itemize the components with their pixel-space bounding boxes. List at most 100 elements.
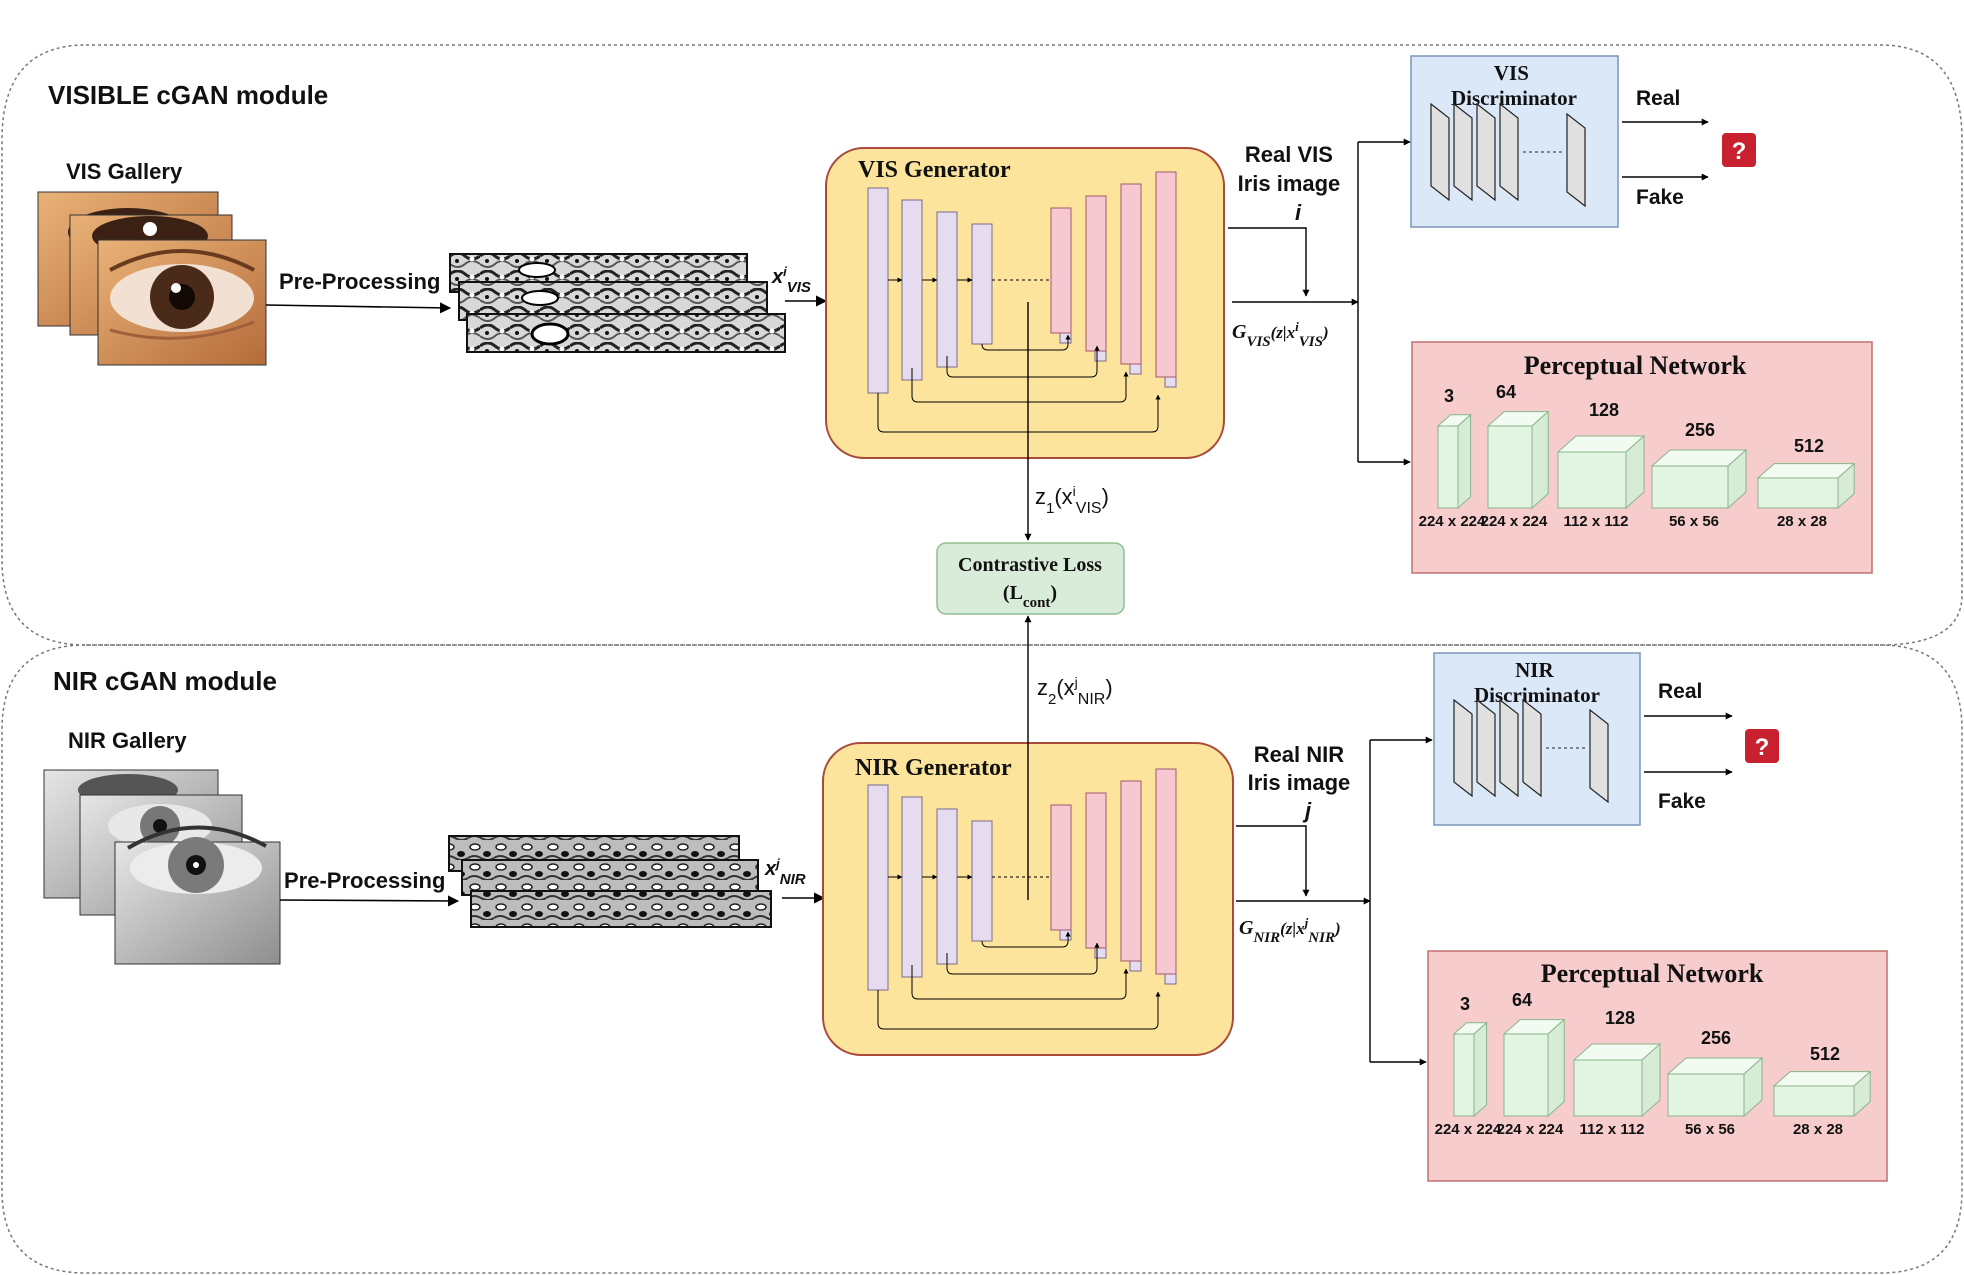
size-label: 224 x 224 bbox=[1481, 513, 1548, 530]
nir-unet-blocks bbox=[867, 768, 1177, 1030]
discriminator-layer bbox=[1430, 102, 1450, 202]
discriminator-layer bbox=[1522, 698, 1542, 798]
nir-latent-label: z2(xjNIR) bbox=[1037, 674, 1113, 708]
nir-perceptual-title: Perceptual Network bbox=[1541, 959, 1764, 988]
encoder-block bbox=[936, 211, 958, 368]
nir-normalized-strips bbox=[448, 835, 772, 928]
channel-label: 128 bbox=[1589, 400, 1619, 420]
contrastive-loss-title: Contrastive Loss bbox=[958, 554, 1102, 576]
vis-unet-blocks bbox=[867, 171, 1177, 433]
vis-question-mark: ? bbox=[1732, 138, 1747, 165]
nir-generated-label: GNIR(z|xjNIR) bbox=[1239, 915, 1341, 947]
encoder-block bbox=[901, 199, 923, 381]
nir-gallery-label: NIR Gallery bbox=[68, 728, 187, 753]
decoder-block bbox=[1155, 171, 1177, 378]
feature-map-cube bbox=[1773, 1085, 1855, 1117]
vis-input-label: xiVIS bbox=[771, 264, 811, 296]
vis-preprocessing-arrow bbox=[265, 302, 452, 314]
vis-eye-image bbox=[97, 239, 267, 366]
size-label: 224 x 224 bbox=[1419, 513, 1486, 530]
nir-real-image-label: Real NIR Iris image j bbox=[1248, 742, 1357, 823]
feature-map-cube bbox=[1453, 1033, 1475, 1117]
channel-label: 512 bbox=[1794, 436, 1824, 456]
channel-label: 128 bbox=[1605, 1008, 1635, 1028]
vis-fake-label: Fake bbox=[1636, 186, 1684, 209]
nir-preprocessing-label: Pre-Processing bbox=[284, 868, 445, 893]
size-label: 56 x 56 bbox=[1669, 513, 1719, 530]
discriminator-layer bbox=[1476, 698, 1496, 798]
nir-input-label: xjNIR bbox=[764, 856, 806, 888]
feature-map-cube bbox=[1503, 1033, 1549, 1117]
feature-map-cube bbox=[1487, 425, 1533, 509]
vis-module: VISIBLE cGAN module VIS Gallery bbox=[1, 44, 1963, 646]
nir-real-label: Real bbox=[1658, 680, 1702, 703]
discriminator-layer bbox=[1453, 698, 1473, 798]
nir-strip bbox=[470, 890, 772, 928]
skip-connection bbox=[877, 990, 1161, 1030]
feature-map-cube bbox=[1667, 1073, 1745, 1117]
vis-real-label: Real bbox=[1636, 87, 1680, 110]
nir-question-mark: ? bbox=[1755, 734, 1770, 761]
decoder-block bbox=[1050, 804, 1072, 931]
vis-normalized-strips bbox=[449, 253, 786, 353]
skip-connection bbox=[911, 368, 1129, 403]
encoder-block bbox=[867, 187, 889, 394]
feature-map-cube bbox=[1651, 465, 1729, 509]
decoder-block bbox=[1085, 195, 1107, 352]
feature-map-cube bbox=[1437, 425, 1459, 509]
nir-question-icon: ? bbox=[1745, 729, 1779, 763]
nir-real-image-arrow bbox=[1236, 825, 1310, 897]
nir-preprocessing-arrow bbox=[279, 895, 460, 907]
vis-discriminator: VIS Discriminator bbox=[1410, 55, 1619, 228]
nir-generator-title: NIR Generator bbox=[855, 755, 1012, 781]
nir-module: NIR cGAN module NIR Gallery Pr bbox=[1, 615, 1963, 1274]
vis-preprocessing-label: Pre-Processing bbox=[279, 269, 440, 294]
channel-label: 256 bbox=[1701, 1028, 1731, 1048]
feature-map-cube bbox=[1573, 1059, 1643, 1117]
size-label: 28 x 28 bbox=[1793, 1121, 1843, 1138]
channel-label: 256 bbox=[1685, 420, 1715, 440]
discriminator-layer bbox=[1499, 698, 1519, 798]
feature-map-cube bbox=[1547, 1018, 1565, 1118]
nir-discriminator-layers bbox=[1453, 698, 1609, 804]
contrastive-loss-symbol: (Lcont) bbox=[1003, 582, 1057, 611]
vis-generated-label: GVIS(z|xiVIS) bbox=[1232, 319, 1329, 351]
nir-strip bbox=[461, 859, 759, 896]
decoder-block bbox=[1155, 768, 1177, 975]
decoder-block bbox=[1120, 780, 1142, 962]
size-label: 28 x 28 bbox=[1777, 513, 1827, 530]
vis-gallery-label: VIS Gallery bbox=[66, 159, 183, 184]
vis-module-title: VISIBLE cGAN module bbox=[48, 80, 328, 110]
nir-gallery-images bbox=[43, 769, 281, 965]
skip-connection bbox=[981, 334, 1071, 351]
discriminator-layer bbox=[1566, 112, 1586, 208]
decoder-block bbox=[1050, 207, 1072, 334]
feature-map-cube bbox=[1757, 477, 1839, 509]
encoder-block bbox=[971, 820, 993, 942]
encoder-block bbox=[971, 223, 993, 345]
discriminator-layer bbox=[1453, 102, 1473, 202]
nir-discriminator: NIR Discriminator bbox=[1433, 652, 1641, 826]
size-label: 56 x 56 bbox=[1685, 1121, 1735, 1138]
vis-real-image-label: Real VIS Iris image i bbox=[1238, 142, 1347, 225]
nir-module-title: NIR cGAN module bbox=[53, 666, 277, 696]
vis-latent-label: z1(xiVIS) bbox=[1035, 483, 1109, 517]
size-label: 112 x 112 bbox=[1563, 513, 1628, 530]
discriminator-layer bbox=[1499, 102, 1519, 202]
decoder-block bbox=[1120, 183, 1142, 365]
skip-connection bbox=[946, 942, 1100, 975]
feature-map-cube bbox=[1473, 1021, 1488, 1118]
channel-label: 64 bbox=[1496, 382, 1516, 402]
size-label: 112 x 112 bbox=[1579, 1121, 1644, 1138]
vis-discriminator-layers bbox=[1430, 102, 1586, 208]
vis-discriminator-title: VIS Discriminator bbox=[1451, 61, 1577, 110]
channel-label: 3 bbox=[1444, 386, 1454, 406]
nir-eye-image bbox=[114, 825, 281, 965]
vis-real-image-arrow bbox=[1228, 227, 1310, 297]
nir-module-border bbox=[1, 644, 1963, 1274]
vis-generator-title: VIS Generator bbox=[858, 157, 1011, 183]
nir-discriminator-title: NIR Discriminator bbox=[1474, 658, 1600, 707]
vis-question-icon: ? bbox=[1722, 133, 1756, 167]
